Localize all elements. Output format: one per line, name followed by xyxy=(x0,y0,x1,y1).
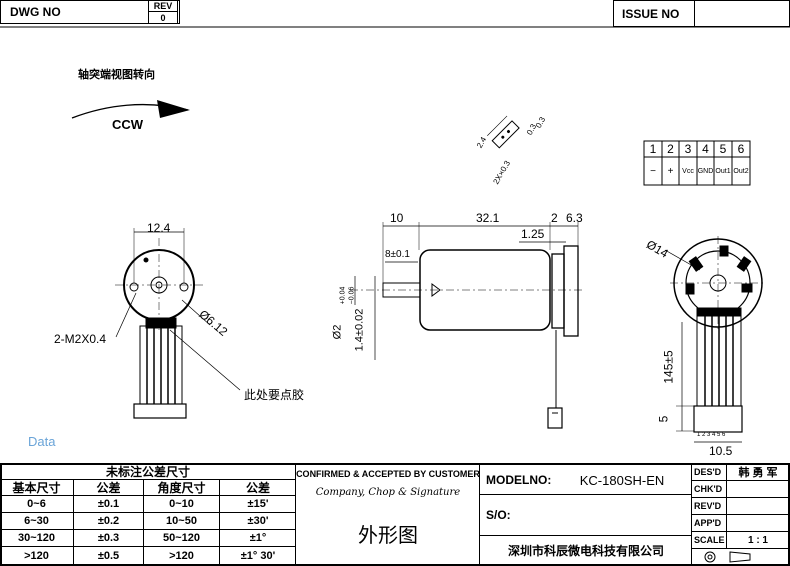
dim-1-4: 1.4±0.02 xyxy=(353,308,366,352)
dim-1-25: 1.25 xyxy=(521,227,545,241)
dim-6-3: 6.3 xyxy=(566,211,583,225)
end-view-left xyxy=(115,228,241,419)
tolerance-title: 未标注公差尺寸 xyxy=(0,464,296,480)
connector-pin-numbers: 1 2 3 4 5 6 xyxy=(697,432,726,438)
dim-145: 145±5 xyxy=(661,350,676,384)
chk-label: CHK'D xyxy=(694,484,723,494)
dim-shaft-tol-up: +0.04 xyxy=(339,286,347,305)
confirm-line2: Company, Chop & Signature xyxy=(315,486,461,498)
dim-10: 10 xyxy=(390,211,404,225)
tol-cell: 6~30 xyxy=(0,513,74,530)
tol-cell: 0~6 xyxy=(0,496,74,513)
outline-drawing xyxy=(0,26,790,443)
pin-number: 4 xyxy=(702,142,709,156)
pin-signal: GND xyxy=(697,167,714,175)
tol-cell: ±30' xyxy=(220,513,296,530)
issue-no-label: ISSUE NO xyxy=(622,7,680,21)
dim-12-4: 12.4 xyxy=(147,221,171,235)
model-value: KC-180SH-EN xyxy=(579,472,665,488)
pin-signal: Out1 xyxy=(715,167,731,175)
des-value: 韩 勇 军 xyxy=(738,467,778,479)
dwg-no-label: DWG NO xyxy=(10,5,61,19)
dim-5: 5 xyxy=(656,415,671,423)
model-label: MODELNO: xyxy=(486,473,552,487)
side-view xyxy=(350,222,583,429)
pin-signal: Out2 xyxy=(733,167,749,175)
tol-cell: 0~10 xyxy=(144,496,220,513)
rev-box xyxy=(148,0,178,24)
pin-number: 5 xyxy=(719,142,727,156)
dim-2: 2 xyxy=(551,211,558,225)
scale-label: SCALE xyxy=(694,535,725,545)
tol-cell: ±15' xyxy=(220,496,296,513)
tol-header: 公差 xyxy=(74,480,144,496)
outline-title: 外形图 xyxy=(358,524,418,547)
so-label: S/O: xyxy=(486,508,511,522)
tol-header: 角度尺寸 xyxy=(144,480,220,496)
pin-signal: − xyxy=(650,165,656,177)
dim-shaft-d: Ø2 xyxy=(331,324,344,340)
company-name: 深圳市科辰微电科技有限公司 xyxy=(507,543,664,558)
dim-8: 8±0.1 xyxy=(385,249,410,260)
rev-value: 0 xyxy=(160,13,166,23)
watermark: Data xyxy=(28,434,56,449)
pin-number: 2 xyxy=(667,142,674,156)
tol-cell: 50~120 xyxy=(144,530,220,547)
tol-cell: ±1° xyxy=(220,530,296,547)
tol-cell: ±0.3 xyxy=(74,530,144,547)
rev-label-sign: REV'D xyxy=(694,501,722,511)
scale-value: 1 : 1 xyxy=(747,534,768,546)
direction-label: CCW xyxy=(112,117,144,132)
projection-symbol-icon xyxy=(704,551,751,563)
app-label: APP'D xyxy=(694,518,722,528)
tol-header: 公差 xyxy=(220,480,296,496)
pin-table-grid xyxy=(643,140,751,186)
tol-cell: >120 xyxy=(0,547,74,565)
tol-cell: >120 xyxy=(144,547,220,565)
pin-signal: + xyxy=(667,165,674,177)
dim-shaft-tol-dn: −0.06 xyxy=(348,286,356,305)
tol-cell: 10~50 xyxy=(144,513,220,530)
tol-cell: ±0.2 xyxy=(74,513,144,530)
view-note-title: 轴突端视图转向 xyxy=(78,69,155,81)
pin-number: 1 xyxy=(649,142,657,156)
dim-m2: 2-M2X0.4 xyxy=(54,332,107,346)
dim-32-1: 32.1 xyxy=(476,211,500,225)
end-view-right xyxy=(664,236,766,443)
glue-note: 此处要点胶 xyxy=(244,388,305,402)
dim-10-5: 10.5 xyxy=(709,444,733,458)
rev-label: REV xyxy=(148,0,178,12)
tol-header: 基本尺寸 xyxy=(0,480,74,496)
pin-detail xyxy=(487,115,520,149)
confirm-line1: CONFIRMED & ACCEPTED BY CUSTOMER xyxy=(296,469,480,479)
pin-number: 3 xyxy=(684,142,692,156)
tol-cell: ±0.5 xyxy=(74,547,144,565)
issue-divider xyxy=(694,0,695,27)
des-label: DES'D xyxy=(694,467,722,477)
pin-number: 6 xyxy=(737,142,745,156)
tol-cell: ±0.1 xyxy=(74,496,144,513)
tol-cell: 30~120 xyxy=(0,530,74,547)
tol-cell: ±1° 30' xyxy=(240,550,276,562)
dwg-no-box xyxy=(0,0,180,24)
pin-signal: Vcc xyxy=(682,167,694,175)
